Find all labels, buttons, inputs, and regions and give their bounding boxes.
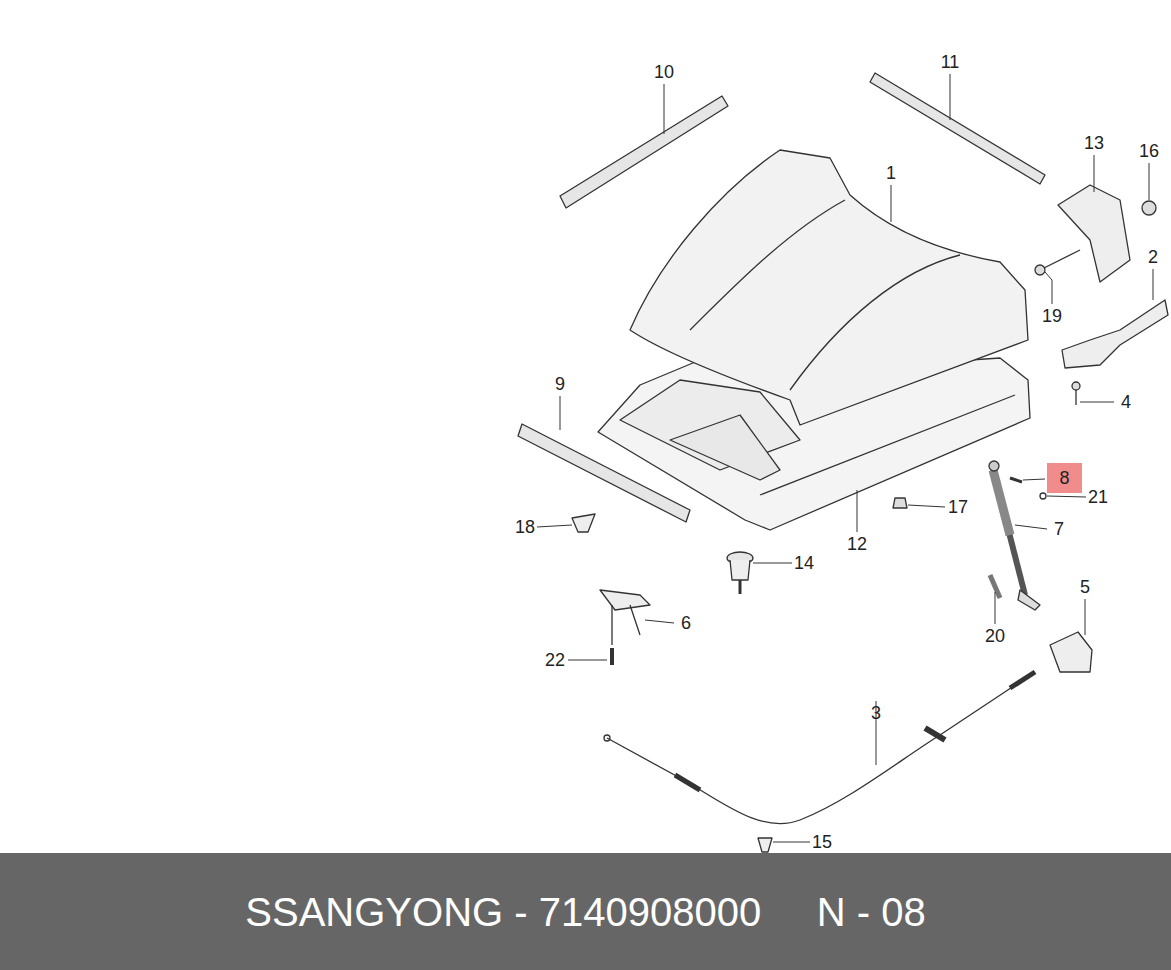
- callout-number: 9: [555, 375, 565, 393]
- callout-number: 5: [1080, 578, 1090, 596]
- callout-number: 18: [515, 518, 535, 536]
- callout-number: 3: [871, 704, 881, 722]
- callout-number: 21: [1088, 488, 1108, 506]
- callout-number: 4: [1121, 393, 1131, 411]
- footer-band: SSANGYONG - 7140908000 N - 08: [0, 853, 1171, 970]
- callout-number: 17: [948, 498, 968, 516]
- highlight-box: 8: [1047, 463, 1082, 493]
- callout-number: 14: [794, 554, 814, 572]
- part-number-text: SSANGYONG - 7140908000 N - 08: [245, 892, 925, 932]
- callout-number: 13: [1084, 134, 1104, 152]
- callout-number: 11: [941, 53, 960, 71]
- callout-number: 8: [1059, 469, 1069, 487]
- callout-number: 20: [985, 627, 1005, 645]
- callout-number: 12: [847, 535, 867, 553]
- callout-number: 7: [1054, 520, 1064, 538]
- callout-number: 10: [654, 63, 674, 81]
- callout-number: 22: [545, 651, 565, 669]
- callout-number: 19: [1042, 307, 1062, 325]
- callout-number: 15: [812, 833, 832, 851]
- callout-number: 16: [1139, 142, 1159, 160]
- callout-number: 1: [886, 164, 896, 182]
- callout-number: 6: [681, 614, 691, 632]
- callout-number: 2: [1148, 248, 1158, 266]
